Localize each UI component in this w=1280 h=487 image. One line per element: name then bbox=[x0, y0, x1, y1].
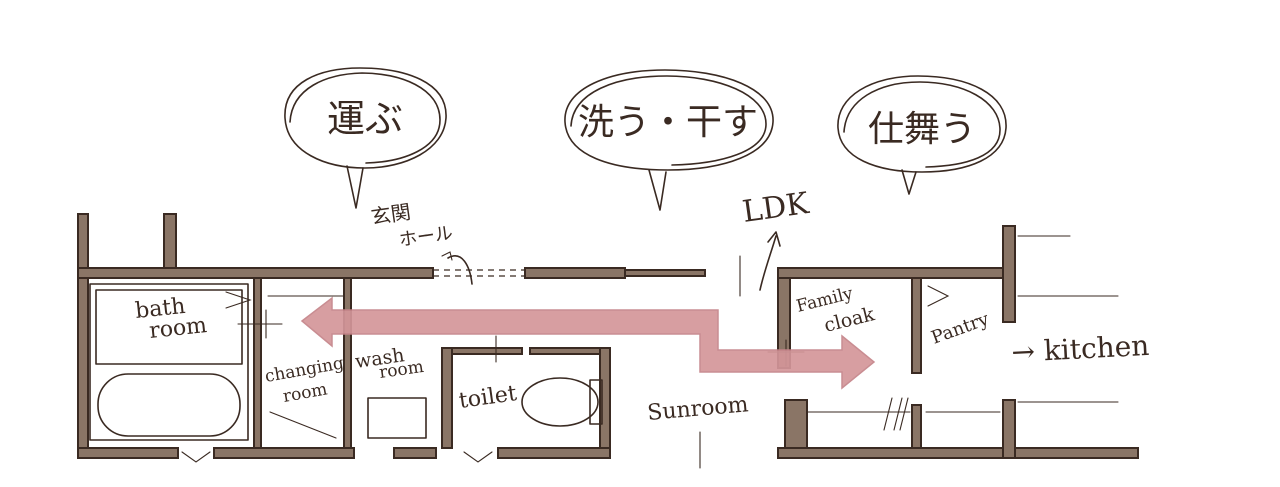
changing-label-1: changing bbox=[263, 353, 345, 387]
pantry-label: Pantry bbox=[929, 308, 993, 348]
room-labels: 玄関 ホール LDK bath room changing room wash … bbox=[134, 186, 1150, 426]
entrance-hall-label-2: ホール bbox=[398, 223, 454, 251]
changing-label-2: room bbox=[281, 379, 329, 406]
kitchen-label: → kitchen bbox=[1011, 329, 1150, 369]
bubble-store-text: 仕舞う bbox=[868, 109, 976, 150]
flow-arrow bbox=[300, 296, 876, 390]
bubble-wash-dry-text: 洗う・干す bbox=[578, 102, 758, 143]
sunroom-label: Sunroom bbox=[646, 392, 749, 426]
toilet-label: toilet bbox=[457, 381, 518, 414]
bubble-store: 仕舞う bbox=[837, 75, 1007, 195]
bubble-carry-text: 運ぶ bbox=[327, 97, 403, 141]
fixtures bbox=[89, 231, 1119, 469]
bath-label-1: bath bbox=[134, 294, 187, 324]
bath-label-2: room bbox=[148, 313, 208, 344]
walls bbox=[77, 213, 1139, 459]
entrance-hall-label-1: 玄関 bbox=[369, 200, 412, 229]
ldk-label: LDK bbox=[740, 186, 811, 230]
bubble-carry: 運ぶ bbox=[284, 67, 447, 209]
bubble-wash-dry: 洗う・干す bbox=[564, 69, 774, 211]
